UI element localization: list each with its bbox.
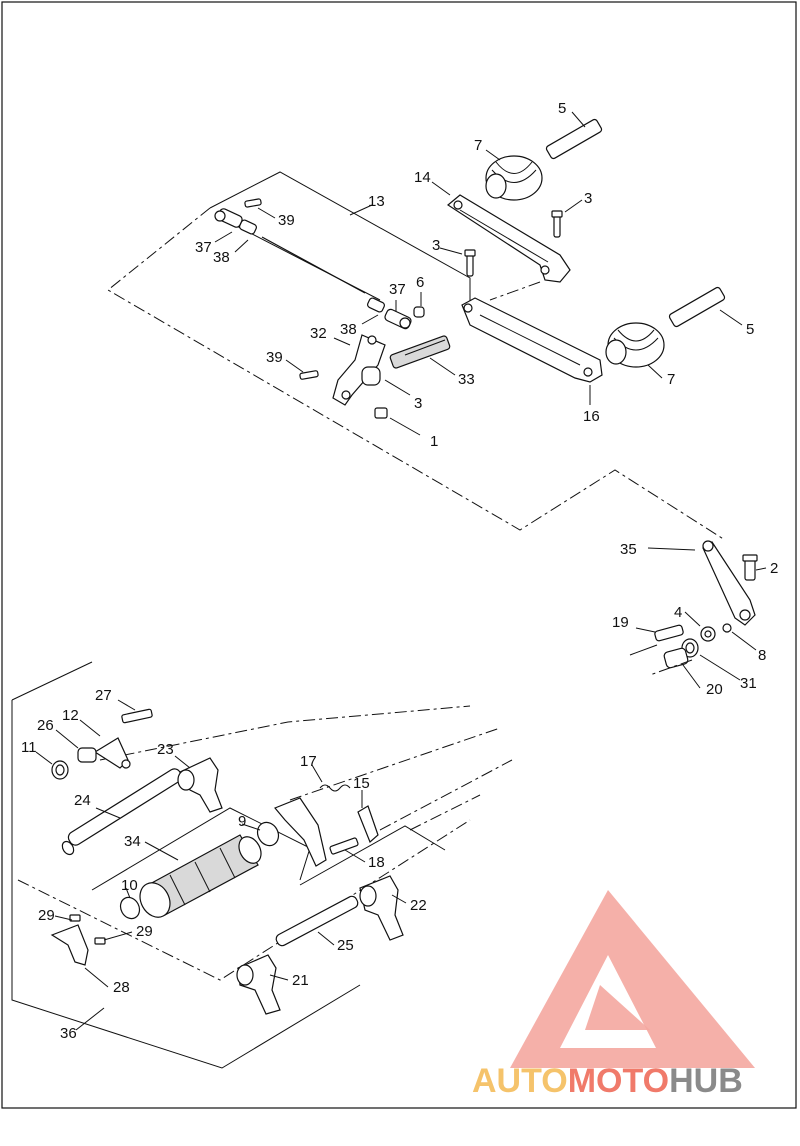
callout-3-right: 3 (584, 190, 592, 207)
callout-29-right: 29 (136, 923, 153, 940)
callout-3-bushing: 3 (414, 395, 422, 412)
logo-auto: AUTO (472, 1062, 568, 1100)
callout-23: 23 (157, 741, 174, 758)
callout-34: 34 (124, 833, 141, 850)
callout-25: 25 (337, 937, 354, 954)
callout-20: 20 (706, 681, 723, 698)
callout-19: 19 (612, 614, 629, 631)
callout-21: 21 (292, 972, 309, 989)
callout-7-bottom: 7 (667, 371, 675, 388)
callout-13: 13 (368, 193, 385, 210)
callout-14: 14 (414, 169, 431, 186)
callout-24: 24 (74, 792, 91, 809)
callout-16: 16 (583, 408, 600, 425)
callout-7-top: 7 (474, 137, 482, 154)
callout-26: 26 (37, 717, 54, 734)
callout-2: 2 (770, 560, 778, 577)
callout-6: 6 (416, 274, 424, 291)
callout-5-top: 5 (558, 100, 566, 117)
callout-5-bottom: 5 (746, 321, 754, 338)
diagram-frame (1, 1, 797, 1109)
svg-text:AUTOMOTOHUB: AUTOMOTOHUB (472, 1062, 743, 1100)
callout-4: 4 (674, 604, 682, 621)
shifter-linkage-group (107, 171, 726, 541)
callout-18: 18 (368, 854, 385, 871)
callout-38-left: 38 (213, 249, 230, 266)
callout-36: 36 (60, 1025, 77, 1042)
callout-10: 10 (121, 877, 138, 894)
callout-15: 15 (353, 775, 370, 792)
callout-35: 35 (620, 541, 637, 558)
callout-31: 31 (740, 675, 757, 692)
callout-38-right: 38 (340, 321, 357, 338)
logo-hub: HUB (669, 1062, 743, 1100)
callout-12: 12 (62, 707, 79, 724)
shift-drum-group (11, 661, 513, 1069)
callout-39-bottom: 39 (266, 349, 283, 366)
callout-1: 1 (430, 433, 438, 450)
automotohub-logo: AUTOMOTOHUB (472, 890, 755, 1100)
callout-labels: 5 7 14 3 3 13 39 37 38 37 6 38 32 39 33 … (21, 100, 778, 1042)
heel-shifter-group (629, 540, 767, 689)
callout-17: 17 (300, 753, 317, 770)
callout-22: 22 (410, 897, 427, 914)
callout-27: 27 (95, 687, 112, 704)
callout-3-mid: 3 (432, 237, 440, 254)
callout-39-top: 39 (278, 212, 295, 229)
shift-pedal-group (431, 111, 743, 405)
callout-11: 11 (21, 739, 37, 756)
logo-moto: MOTO (568, 1062, 669, 1100)
callout-9: 9 (238, 813, 246, 830)
callout-37-right: 37 (389, 281, 406, 298)
callout-37-left: 37 (195, 239, 212, 256)
callout-33: 33 (458, 371, 475, 388)
callout-32: 32 (310, 325, 327, 342)
callout-28: 28 (113, 979, 130, 996)
callout-29-left: 29 (38, 907, 55, 924)
callout-8: 8 (758, 647, 766, 664)
